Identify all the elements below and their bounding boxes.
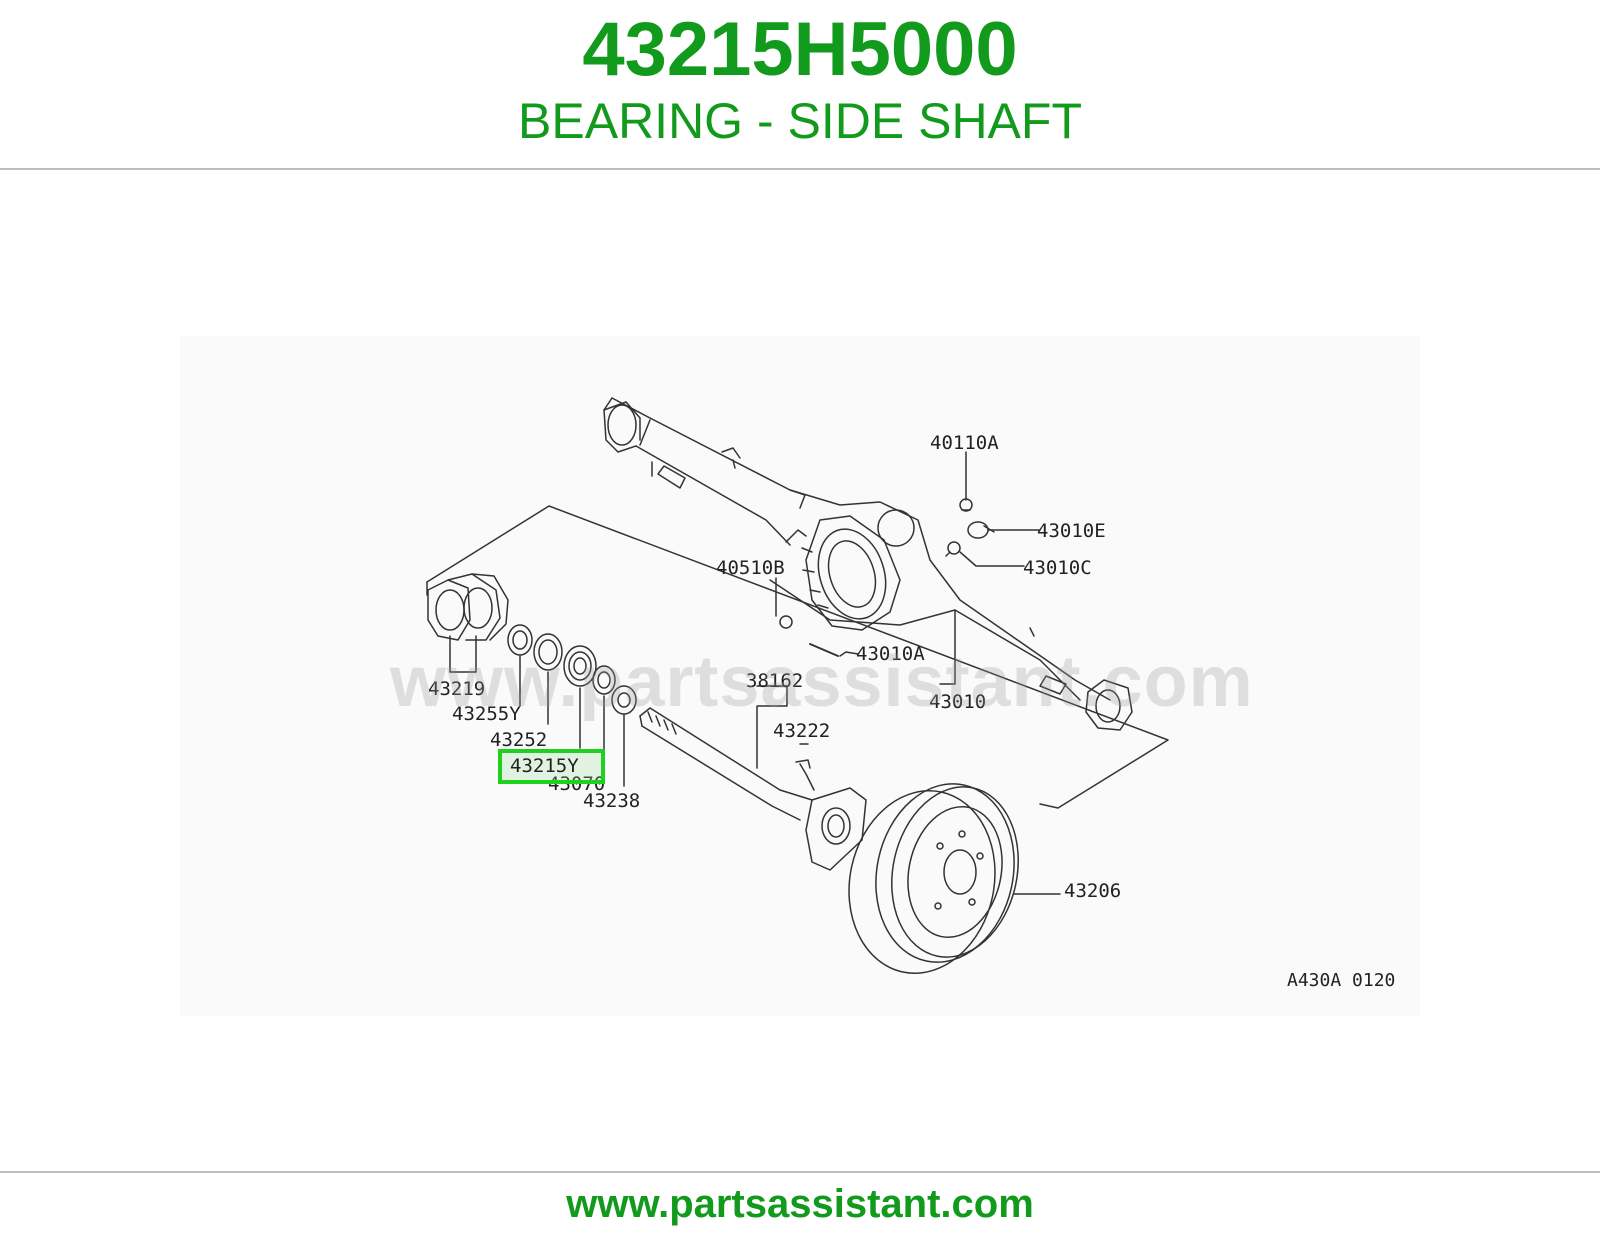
callout-43010A[interactable]: 43010A	[856, 643, 925, 665]
part-number-title: 43215H5000	[582, 7, 1018, 92]
callout-43070[interactable]: 43070	[548, 773, 606, 795]
footer-divider	[0, 1171, 1600, 1173]
brake-drum-icon	[848, 783, 1019, 974]
header-divider	[0, 168, 1600, 170]
axle-housing-icon	[603, 397, 1133, 731]
callout-43010C[interactable]: 43010C	[1023, 557, 1092, 579]
watermark: www.partsassistant.com	[390, 642, 1254, 722]
bearing-stack-icon	[427, 573, 637, 715]
callout-40510B[interactable]: 40510B	[716, 557, 785, 579]
footer-website-link[interactable]: www.partsassistant.com	[566, 1182, 1034, 1226]
page-header: 43215H5000 BEARING - SIDE SHAFT	[0, 0, 1600, 170]
figure-code: A430A 0120	[1287, 970, 1396, 991]
part-name-subtitle: BEARING - SIDE SHAFT	[518, 93, 1082, 149]
callout-43222[interactable]: 43222	[773, 720, 831, 742]
callout-43010[interactable]: 43010	[929, 691, 987, 713]
callout-38162[interactable]: 38162	[746, 670, 804, 692]
callout-43252[interactable]: 43252	[490, 729, 548, 751]
callout-43215Y[interactable]: 43215Y	[510, 755, 579, 777]
breather-icon	[959, 498, 973, 512]
highlighted-part-box[interactable]	[498, 749, 605, 784]
wheel-bolt-icon	[795, 759, 815, 791]
callout-43255Y[interactable]: 43255Y	[452, 703, 521, 725]
callout-40110A[interactable]: 40110A	[930, 432, 999, 454]
callout-43238[interactable]: 43238	[583, 790, 641, 812]
diagram-panel	[180, 336, 1420, 1016]
filler-plug-icon	[945, 541, 961, 557]
axle-shaft-icon	[639, 707, 867, 871]
exploded-view-boundary	[426, 505, 1169, 809]
callout-43219[interactable]: 43219	[428, 678, 486, 700]
callout-43010E[interactable]: 43010E	[1037, 520, 1106, 542]
callout-43206[interactable]: 43206	[1064, 880, 1122, 902]
